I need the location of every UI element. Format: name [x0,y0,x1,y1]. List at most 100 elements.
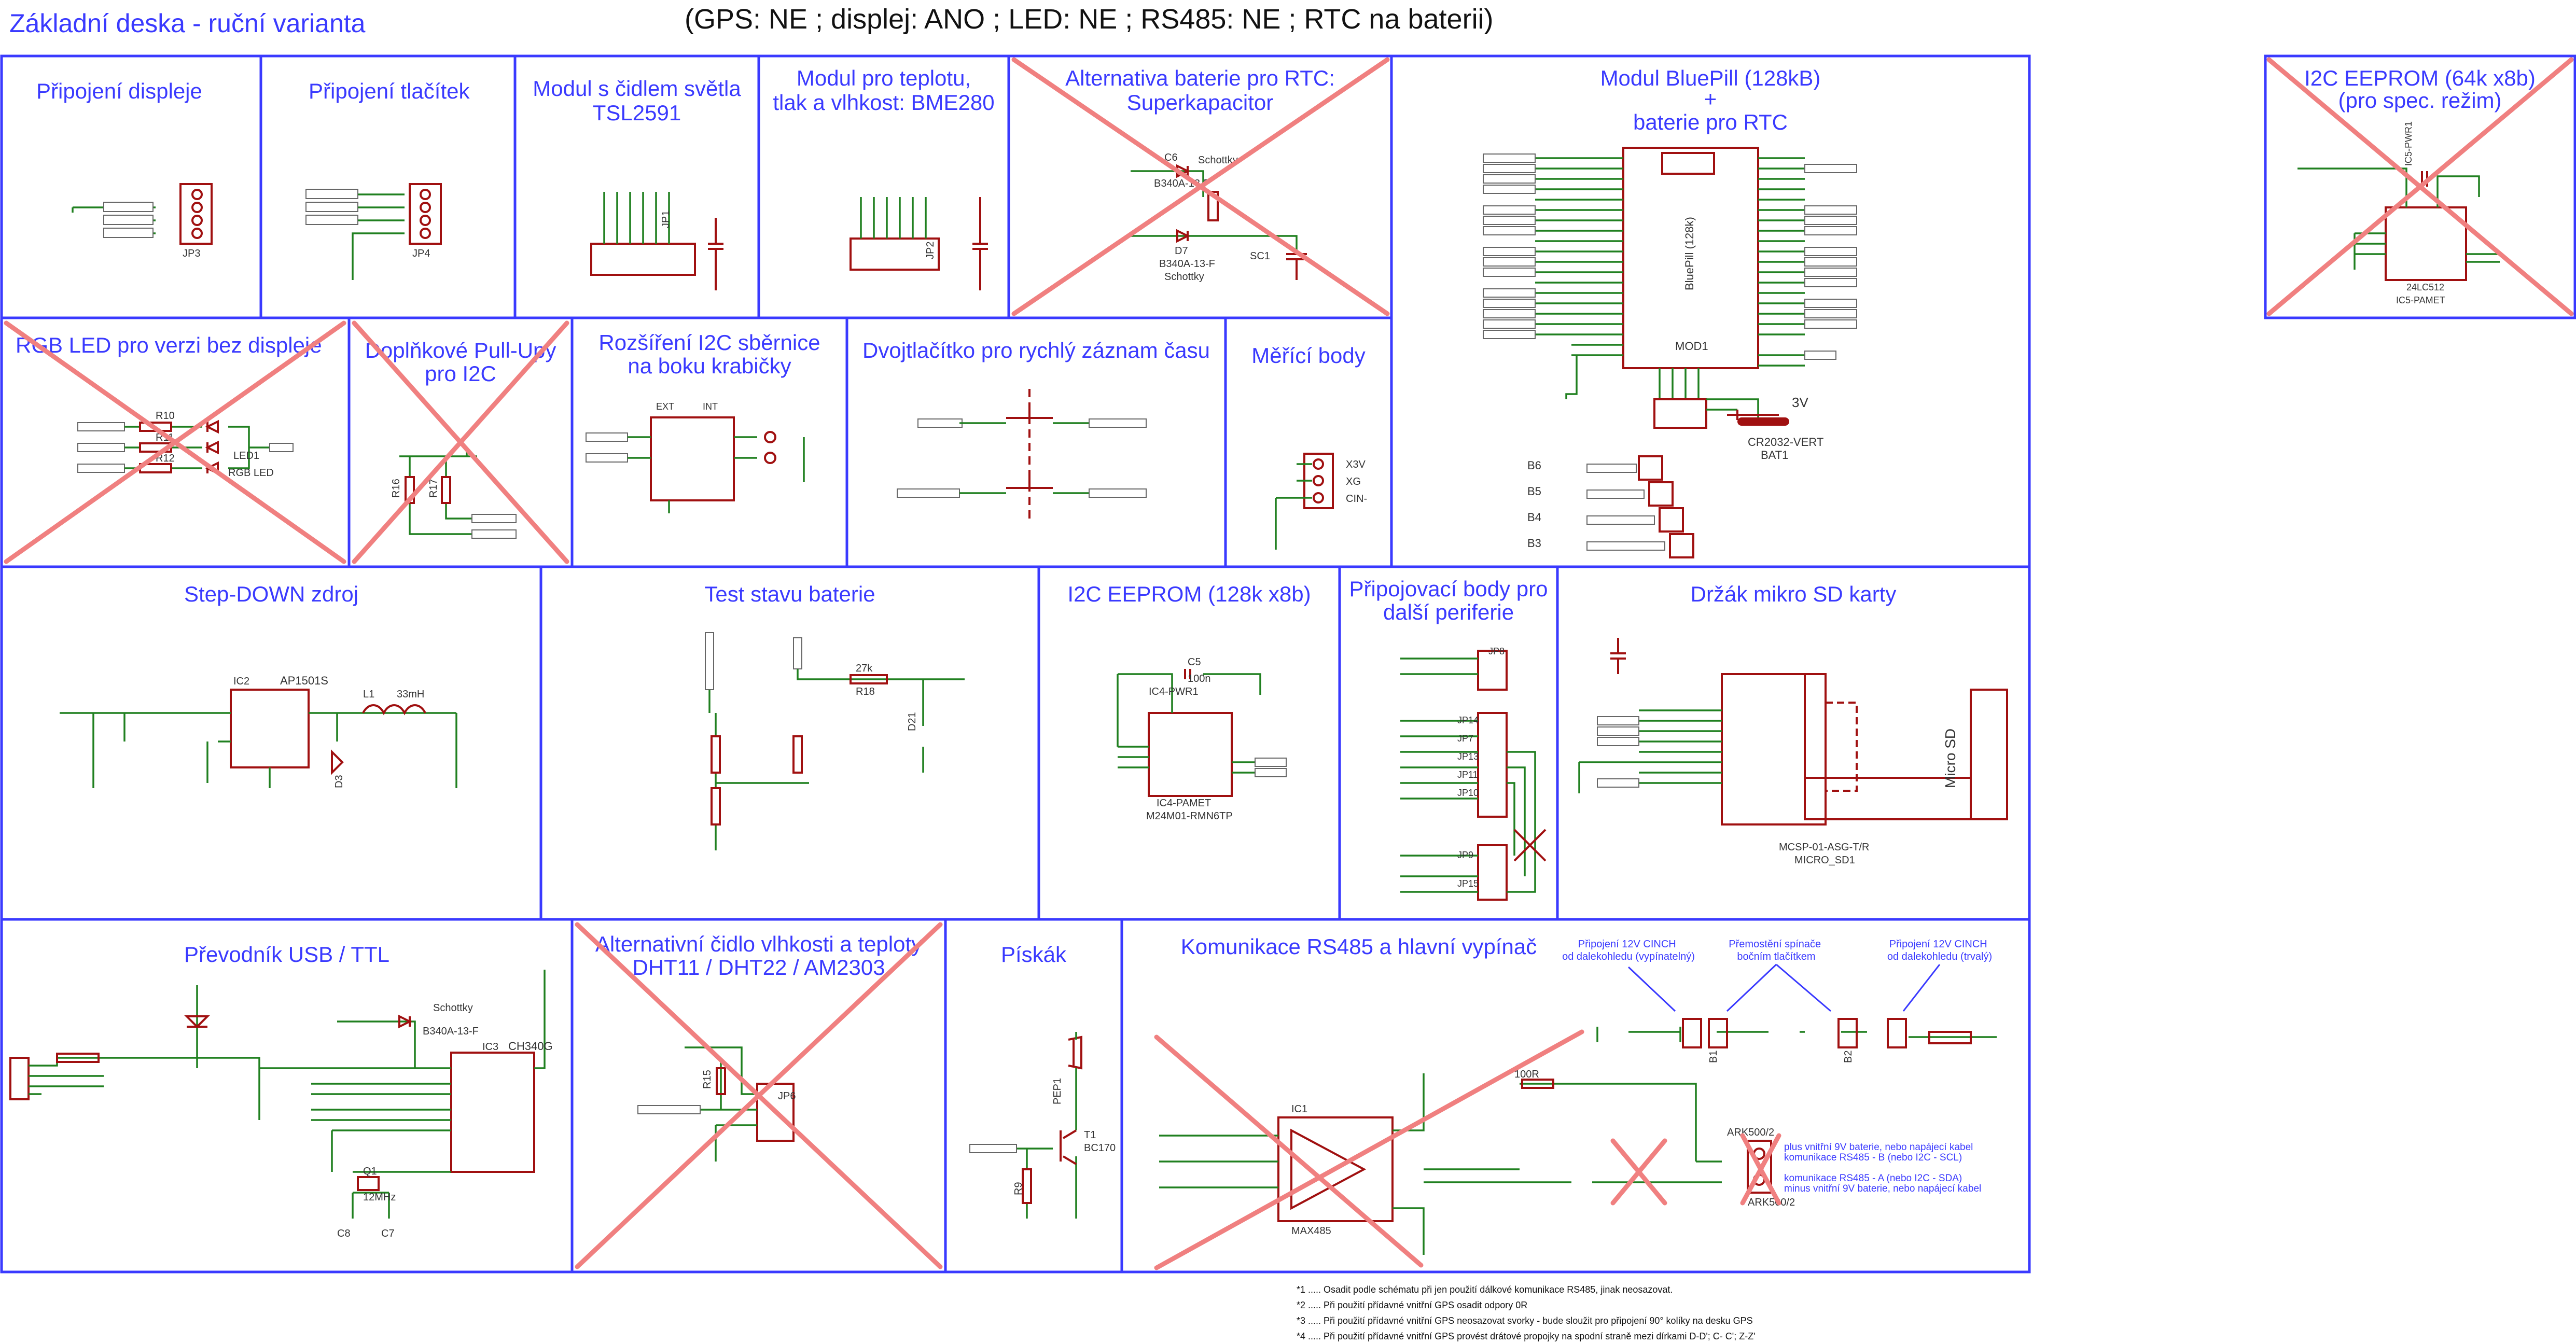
label-ark1: ARK500/2 [1727,1127,1774,1138]
annotation-line: bočním tlačítkem [1737,951,1815,962]
label-jp4: JP4 [412,248,430,259]
label-jp8: JP8 [1488,646,1505,656]
label-ch340: CH340G [508,1040,553,1053]
label-jp10: JP10 [1457,788,1479,798]
label-pep1: PEP1 [1052,1078,1063,1104]
footnote-2: *2 ..... Při použití přídavné vnitřní GP… [1297,1300,1527,1310]
label-d21: D21 [907,712,918,731]
label-r18: R18 [856,686,875,697]
label-sd-card: Micro SD [1942,729,1958,788]
rs485-circuit: ARK500/2 ARK500/2 100R IC1 MAX485 B1 B2 [1154,1018,1997,1270]
title-rtc-alt-1: Alternativa baterie pro RTC: [1065,66,1335,90]
label-ext: EXT [656,401,674,412]
label-bat1: BAT1 [1761,449,1788,461]
label-ic4: IC4-PAMET [1157,798,1211,809]
title-battery-test: Test stavu baterie [704,582,875,606]
label-jp3: JP3 [183,248,200,259]
title-eeprom64-1: I2C EEPROM (64k x8b) [2304,66,2536,90]
bluepill-module: BluePill (128k) MOD1 3V CR2032-VERT BAT1 [1483,147,1857,558]
label-ark2: ARK500/2 [1748,1197,1795,1208]
label-cr2032: CR2032-VERT [1748,436,1823,449]
title-rs485: Komunikace RS485 a hlavní vypínač [1181,934,1537,959]
buttons-connector: JP4 [305,183,442,280]
label-3v: 3V [1792,395,1808,410]
label-r17: R17 [428,479,439,498]
rs485-cross-f [1740,1133,1781,1206]
label-l1: L1 [363,689,374,700]
test-points-circuit: X3V XG CIN- [1275,453,1367,550]
rgb-cross-b [4,320,346,564]
label-jp11: JP11 [1457,770,1478,780]
title-i2c-ext-1: Rozšíření I2C sběrnice [598,330,820,355]
label-cin: CIN- [1346,493,1367,505]
sheet-title: Základní deska - ruční varianta [9,9,366,38]
label-q1val: 12MHz [363,1192,396,1203]
footnote-1: *1 ..... Osadit podle schématu při jen p… [1297,1284,1673,1295]
rtc-supercap-circuit: C6 Schottky B340A-13-F D7 B340A-13-F Sch… [1011,57,1390,316]
rtc-alt-cross-b [1011,57,1390,316]
title-bme-2: tlak a vlhkost: BME280 [773,90,994,115]
rs485-cross-d [1610,1138,1667,1206]
label-d3: D3 [333,775,345,788]
label-schottky-2: Schottky [1164,271,1204,283]
dual-button-circuit [897,389,1147,519]
dht-circuit: JP6 R15 [575,922,943,1269]
footnote-4: *4 ..... Při použití přídavné vnitřní GP… [1297,1331,1756,1341]
title-buttons: Připojení tlačítek [309,79,470,103]
label-mcsp: MCSP-01-ASG-T/R [1779,842,1869,853]
label-jp6: JP6 [778,1090,796,1102]
frame-battery-test [539,565,1040,921]
bme280-header: JP2 [850,197,988,290]
light-sensor-header: JP1 [590,192,723,290]
annotation-arrows [1627,963,1941,1012]
label-b2: B2 [1843,1051,1854,1063]
label-b3: B3 [1527,537,1541,550]
label-rgbled: RGB LED [228,467,274,479]
label-ic2: IC2 [233,676,249,687]
usb-ttl-circuit: IC3 CH340G Q1 12MHz C8 C7 Schottky B340A… [9,970,553,1239]
label-r100: 100R [1514,1069,1539,1080]
label-b4: B4 [1527,511,1541,524]
label-c7: C7 [381,1228,395,1239]
label-schottky-1: Schottky [1198,155,1238,166]
title-light-2: TSL2591 [593,101,681,125]
title-bluepill-2: + [1704,87,1717,111]
annotation-line: od dalekohledu (vypínatelný) [1562,951,1695,962]
title-buzzer: Pískák [1001,942,1067,967]
label-jp13: JP13 [1457,751,1479,762]
title-test-points: Měřící body [1251,343,1365,368]
label-bluepill: BluePill (128k) [1683,217,1696,290]
rgb-led-circuit: R10 R11 R12 LED1 RGB LED [4,320,346,564]
title-usb-ttl: Převodník USB / TTL [184,942,389,967]
label-c6: C6 [1164,152,1178,163]
title-pullup-1: Doplňkové Pull-Upy [365,338,556,362]
dht-cross-b [575,922,943,1269]
title-dht-1: Alternativní čidlo vlhkosti a teploty [595,932,922,956]
sd-holder-circuit: Micro SD MCSP-01-ASG-T/R MICRO_SD1 [1578,638,2008,866]
label-ic5: IC5-PAMET [2396,295,2445,305]
title-pullup-2: pro I2C [425,361,496,386]
title-bme-1: Modul pro teplotu, [797,66,971,90]
buzzer-circuit: T1 BC170 PEP1 R9 [969,1032,1116,1219]
stepdown-circuit: IC2 AP1501S L1 33mH D3 [60,674,457,788]
display-connector: JP3 [72,183,213,259]
label-sc1: SC1 [1250,250,1270,262]
annotation-plus9v: plus vnitřní 9V baterie, nebo napájecí k… [1784,1142,1973,1153]
title-eeprom64-2: (pro spec. režim) [2338,88,2501,113]
title-rtc-alt-2: Superkapacitor [1127,90,1274,115]
label-x3v: X3V [1346,459,1366,470]
title-dual-button: Dvojtlačítko pro rychlý záznam času [862,338,1210,362]
title-i2c-ext-2: na boku krabičky [628,354,791,378]
label-c5: C5 [1188,656,1201,668]
label-max485: MAX485 [1291,1225,1331,1237]
i2c-extension-circuit: EXT INT [586,401,805,513]
label-ap1501: AP1501S [280,674,328,687]
label-jp2: JP2 [925,242,936,259]
label-schottky-usb: Schottky [433,1002,473,1014]
label-b6: B6 [1527,459,1541,472]
frame-rs485 [1120,918,2031,1274]
annotation-line: od dalekohledu (trvalý) [1887,951,1992,962]
title-bluepill-3: baterie pro RTC [1633,110,1788,134]
annotation-comm-b: komunikace RS485 - B (nebo I2C - SCL) [1784,1152,1962,1163]
label-jp15: JP15 [1457,878,1479,889]
